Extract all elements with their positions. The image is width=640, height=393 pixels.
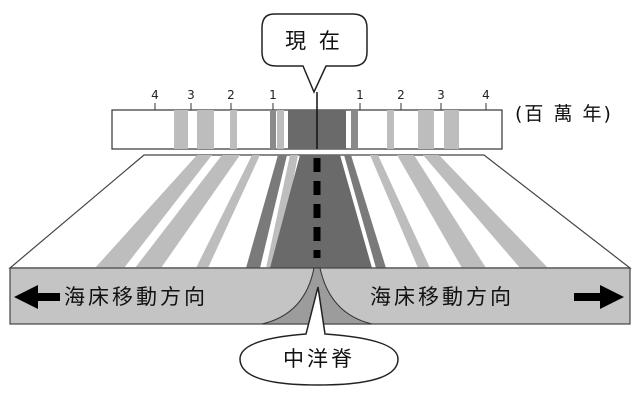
scale-stripe (351, 110, 358, 149)
callout-top-text: 現 在 (285, 29, 343, 53)
tick-label: 2 (227, 88, 235, 102)
scale-stripe (444, 110, 459, 149)
scale-stripe (270, 110, 276, 149)
tick-label: 1 (269, 88, 277, 102)
stripe-left (135, 155, 240, 268)
stripe-center (270, 155, 372, 268)
tick-label: 4 (151, 88, 159, 102)
stripe-right (423, 155, 548, 268)
seafloor-top-surface (8, 154, 632, 269)
tick-label: 4 (482, 88, 490, 102)
arrow-left-icon (14, 285, 60, 309)
callout-top-bubble (261, 13, 368, 94)
arrow-left-text: 海床移動方向 (64, 285, 208, 309)
stripe-left (266, 155, 298, 268)
tick-label: 3 (437, 88, 445, 102)
time-scale-bar: 4 3 2 1 1 2 3 4 (111, 88, 503, 150)
callout-bottom-text: 中洋脊 (283, 347, 355, 371)
scale-stripe (387, 110, 394, 149)
stripe-right (344, 155, 386, 268)
callout-bottom-bubble (239, 286, 399, 386)
scale-ticks-left: 4 3 2 1 (151, 88, 277, 110)
scale-stripe (418, 110, 434, 149)
scale-stripe (174, 110, 188, 149)
right-spreading-arrow: 海床移動方向 (370, 285, 624, 309)
arrow-right-text: 海床移動方向 (370, 285, 514, 309)
unit-label: (百 萬 年) (515, 103, 613, 125)
arrow-right-icon (574, 285, 624, 309)
stripe-left (196, 155, 260, 268)
stripe-right (397, 155, 486, 268)
tick-label: 3 (187, 88, 195, 102)
stripe-left (95, 155, 212, 268)
scale-stripe (277, 110, 284, 149)
tick-label: 2 (397, 88, 405, 102)
scale-stripe (197, 110, 214, 149)
tick-label: 1 (356, 88, 364, 102)
stripe-right (370, 155, 430, 268)
left-spreading-arrow: 海床移動方向 (14, 285, 208, 309)
scale-ticks-right: 1 2 3 4 (356, 88, 490, 110)
scale-stripe (230, 110, 237, 149)
stripe-left (246, 155, 287, 268)
